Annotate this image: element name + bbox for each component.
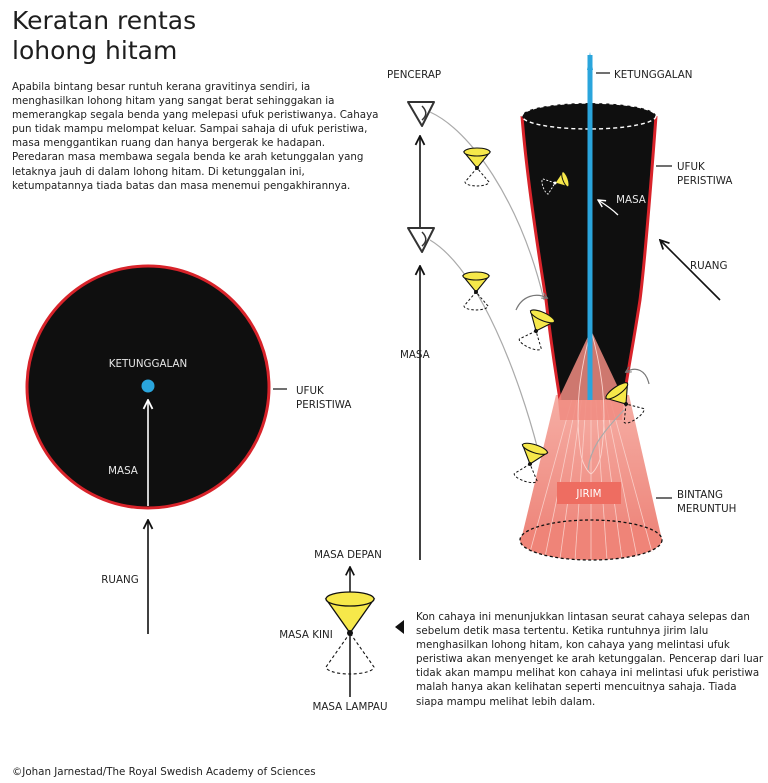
- legend-present-label: MASA KINI: [279, 629, 333, 641]
- observer-label: PENCERAP: [387, 69, 441, 81]
- right-singularity-label: KETUNGGALAN: [614, 69, 693, 81]
- right-labels: KETUNGGALAN UFUK PERISTIWA RUANG BINTANG…: [596, 69, 736, 515]
- observer-eye-icon: [407, 101, 435, 127]
- legend-light-cone-icon: [324, 591, 376, 675]
- light-cone-icon: [461, 271, 491, 311]
- left-horizon-label-2: PERISTIWA: [296, 399, 351, 411]
- horizon-formation-curve: [577, 329, 605, 475]
- right-space-label: RUANG: [690, 260, 727, 272]
- inside-time-arrow: [598, 200, 619, 216]
- left-time-label: MASA: [108, 465, 138, 477]
- page-title: Keratan rentas lohong hitam: [12, 6, 196, 66]
- light-cone-icon: [518, 309, 556, 351]
- left-space-label: RUANG: [101, 574, 138, 586]
- right-horizon-label-1: UFUK: [677, 161, 705, 173]
- right-space-arrow: [660, 240, 721, 301]
- collapsing-star-rim: [519, 519, 663, 561]
- collapsing-star-cone: [521, 395, 662, 540]
- light-cone-icon: [462, 147, 492, 187]
- observer-time-axis: PENCERAP MASA: [387, 69, 625, 560]
- matter-label: JIRIM: [575, 488, 601, 500]
- collapsing-star-label-2: MERUNTUH: [677, 503, 736, 515]
- legend-future-label: MASA DEPAN: [314, 549, 382, 561]
- collapsing-star-label-1: BINTANG: [677, 489, 723, 501]
- singularity-tip: [587, 52, 593, 70]
- left-black-hole: KETUNGGALAN MASA RUANG UFUK PERISTIWA: [25, 264, 351, 634]
- light-cone-icon: [604, 382, 645, 424]
- legend: MASA DEPAN MASA KINI MASA LAMPAU: [279, 549, 404, 713]
- left-singularity-dot: [141, 379, 155, 393]
- title-line-1: Keratan rentas: [12, 6, 197, 35]
- observer-eye-icon: [407, 227, 435, 253]
- matter-label-box: [557, 482, 621, 504]
- credit-line: ©Johan Jarnestad/The Royal Swedish Acade…: [12, 766, 316, 778]
- legend-past-label: MASA LAMPAU: [312, 701, 387, 713]
- light-cones: [461, 147, 650, 484]
- caption-pointer-icon: [395, 620, 404, 634]
- inside-time-label: MASA: [616, 194, 646, 206]
- light-cone-icon: [541, 170, 570, 195]
- caption-paragraph: Kon cahaya ini menunjukkan lintasan seur…: [416, 611, 764, 708]
- right-horizon-label-2: PERISTIWA: [677, 175, 732, 187]
- title-line-2: lohong hitam: [12, 36, 178, 65]
- left-horizon-label-1: UFUK: [296, 385, 324, 397]
- left-singularity-label: KETUNGGALAN: [109, 358, 188, 370]
- light-cone-icon: [513, 442, 549, 484]
- time-axis-label: MASA: [400, 349, 430, 361]
- intro-paragraph: Apabila bintang besar runtuh kerana grav…: [12, 81, 379, 192]
- event-horizon-right: [622, 115, 658, 401]
